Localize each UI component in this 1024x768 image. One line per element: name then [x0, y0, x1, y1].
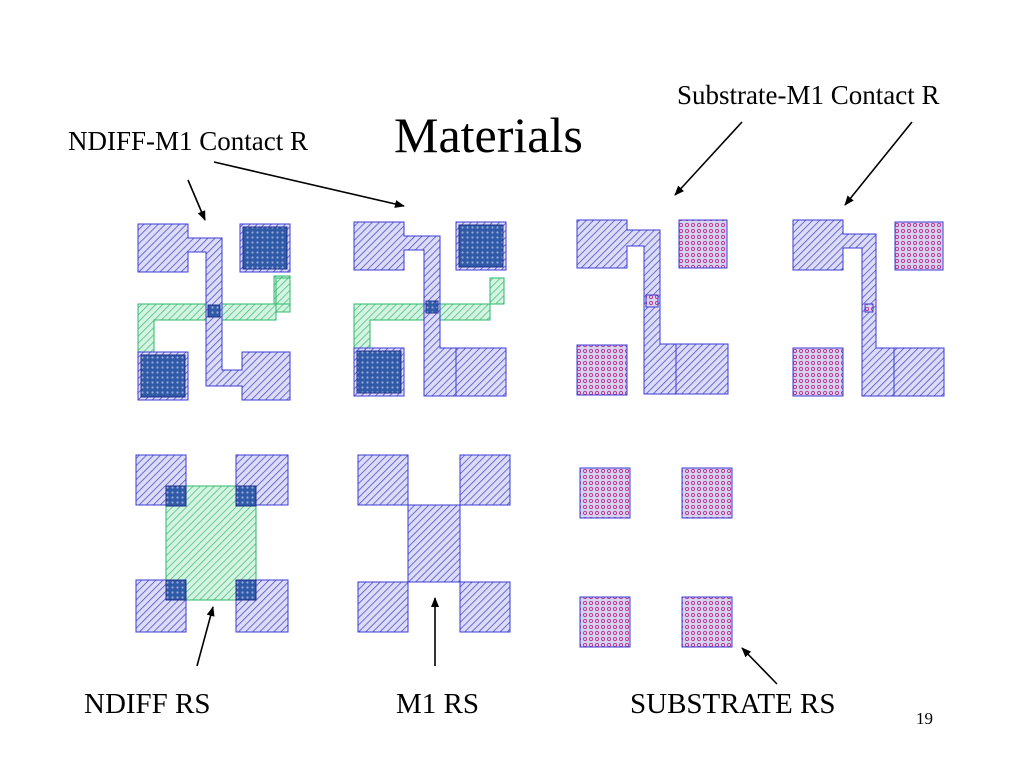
arrow-ndiff-m1-a [187, 179, 206, 221]
label-ndiff-m1-contact: NDIFF-M1 Contact R [68, 126, 309, 156]
ndiff-rs-structure [135, 454, 289, 633]
arrow-ndiff-m1-b [213, 161, 405, 208]
arrow-substrate-m1-a [674, 121, 743, 196]
label-substrate-rs: SUBSTRATE RS [630, 688, 836, 720]
substrate-rs-structure [579, 467, 733, 648]
label-substrate-m1-contact: Substrate-M1 Contact R [677, 80, 940, 110]
substrate-m1-contact-structure-2 [792, 219, 945, 397]
slide-title: Materials [394, 107, 583, 163]
label-ndiff-rs: NDIFF RS [84, 688, 211, 720]
ndiff-m1-contact-structure-2 [353, 221, 507, 397]
page-number: 19 [916, 709, 933, 728]
label-m1-rs: M1 RS [396, 688, 480, 720]
m1-rs-structure [357, 454, 511, 633]
arrow-substrate-rs [741, 647, 778, 685]
annotation-arrows [187, 121, 913, 685]
ndiff-m1-contact-structure-1 [137, 223, 291, 401]
arrow-substrate-m1-b [844, 121, 913, 206]
substrate-m1-contact-structure-1 [576, 219, 729, 396]
arrow-ndiff-rs [196, 606, 215, 667]
